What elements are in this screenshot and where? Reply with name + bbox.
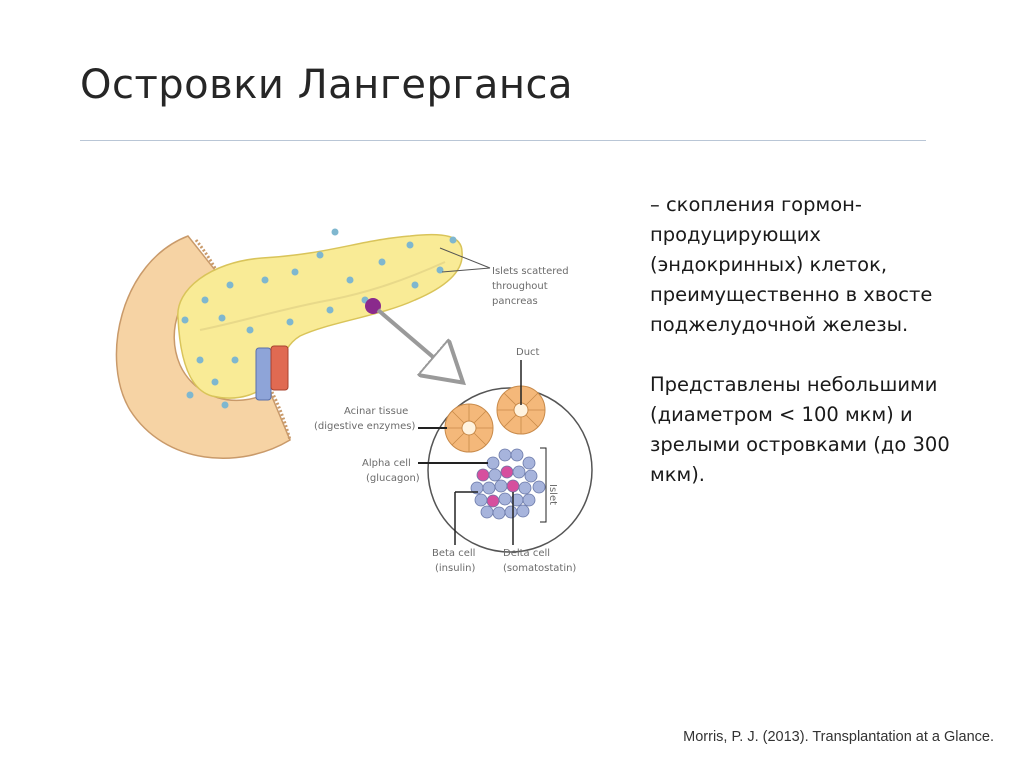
islet-cluster	[470, 448, 546, 520]
label-islets-1: Islets scattered	[492, 266, 569, 277]
islets-leader-2	[441, 267, 491, 273]
label-alpha-1: Alpha cell	[362, 458, 411, 469]
label-delta-2: (somatostatin)	[503, 563, 576, 574]
artery-red	[270, 345, 289, 391]
label-delta-1: Delta cell	[503, 548, 550, 559]
label-islets-3: pancreas	[492, 296, 538, 307]
label-islet: Islet	[547, 484, 558, 505]
label-acinar-1: Acinar tissue	[344, 406, 408, 417]
label-acinar-2: (digestive enzymes)	[314, 421, 415, 432]
islet-bracket	[540, 447, 547, 523]
description-text: – скопления гормон-продуцирующих (эндокр…	[650, 190, 970, 520]
citation: Morris, P. J. (2013). Transplantation at…	[683, 729, 994, 745]
slide-title: Островки Лангерганса	[80, 62, 574, 108]
label-duct: Duct	[516, 347, 540, 358]
zoom-arrow	[376, 308, 460, 380]
islets-leader-1	[439, 247, 491, 269]
duodenum	[115, 235, 291, 459]
label-alpha-2: (glucagon)	[366, 473, 420, 484]
acinar-tissue-left	[444, 403, 494, 453]
highlighted-islet	[365, 298, 381, 314]
islet-dots	[181, 228, 457, 409]
pancreas-body	[177, 233, 463, 399]
title-divider	[80, 140, 926, 141]
acinar-tissue-right	[496, 385, 546, 435]
description-paragraph-2: Представлены небольшими (диаметром < 100…	[650, 373, 950, 486]
vein-blue	[255, 347, 272, 401]
description-paragraph-1: – скопления гормон-продуцирующих (эндокр…	[650, 193, 933, 336]
label-beta-1: Beta cell	[432, 548, 475, 559]
label-beta-2: (insulin)	[435, 563, 475, 574]
label-islets-2: throughout	[492, 281, 548, 292]
pancreatic-duct	[199, 261, 446, 331]
